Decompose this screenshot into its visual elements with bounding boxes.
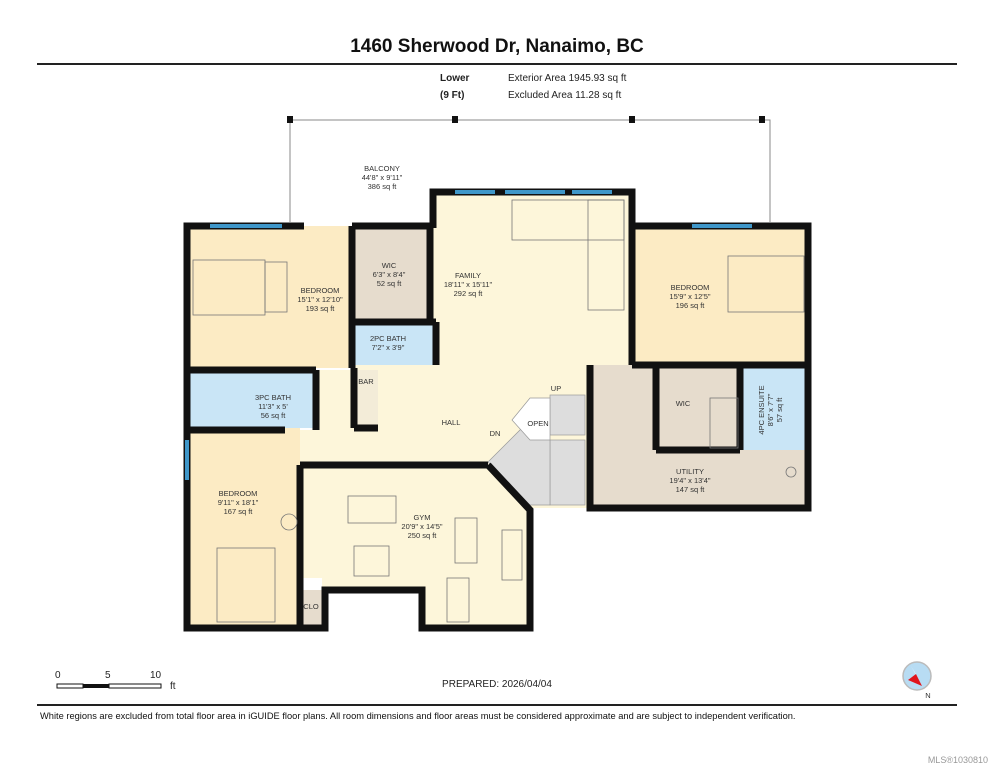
bedroom3-floor [187,428,300,628]
room-label-wic2: WIC [676,399,691,408]
room-label-ensuite: 4PC ENSUITE8'6" x 7'7"57 sq ft [757,385,784,434]
room-label-bar: BAR [358,377,374,386]
prepared-date: PREPARED: 2026/04/04 [442,679,552,690]
wic2-floor [656,368,740,450]
furniture [192,199,805,623]
room-label-hall: HALL [442,418,461,427]
scale-label-10: 10 [150,670,162,681]
bath3pc-floor [190,372,316,428]
scale-label-5: 5 [105,670,111,681]
bath2pc-floor [354,322,436,365]
scale-unit: ft [170,681,176,692]
compass-icon: N [902,661,932,700]
stairs-up-label: UP [551,384,561,393]
wic1-floor [352,228,428,322]
gym-floor [300,465,530,628]
excluded-area: Excluded Area 11.28 sq ft [508,90,622,101]
windows [185,190,752,480]
disclaimer: White regions are excluded from total fl… [40,711,796,721]
compass-north-label: N [925,691,930,700]
staircase[interactable] [487,394,586,506]
stairs-open-label: OPEN [527,419,548,428]
level-label: Lower (9 Ft) [440,73,470,101]
ensuite-floor [740,368,805,450]
closet-floor [300,590,322,628]
walls [183,188,812,632]
balcony [287,116,771,222]
header-divider [37,63,957,65]
bedroom1-floor [187,226,352,368]
room-label-closet: CLO [303,602,319,611]
scale-label-0: 0 [55,670,61,681]
mls-number: MLS®1030810 [927,755,988,765]
bar-floor [354,370,378,428]
exterior-area: Exterior Area 1945.93 sq ft [508,73,627,84]
scale-bar [56,683,162,689]
footer-divider [37,704,957,706]
page-title: 1460 Sherwood Dr, Nanaimo, BC [350,36,644,57]
stairs-down-label: DN [490,429,501,438]
bedroom2-floor [632,226,808,365]
